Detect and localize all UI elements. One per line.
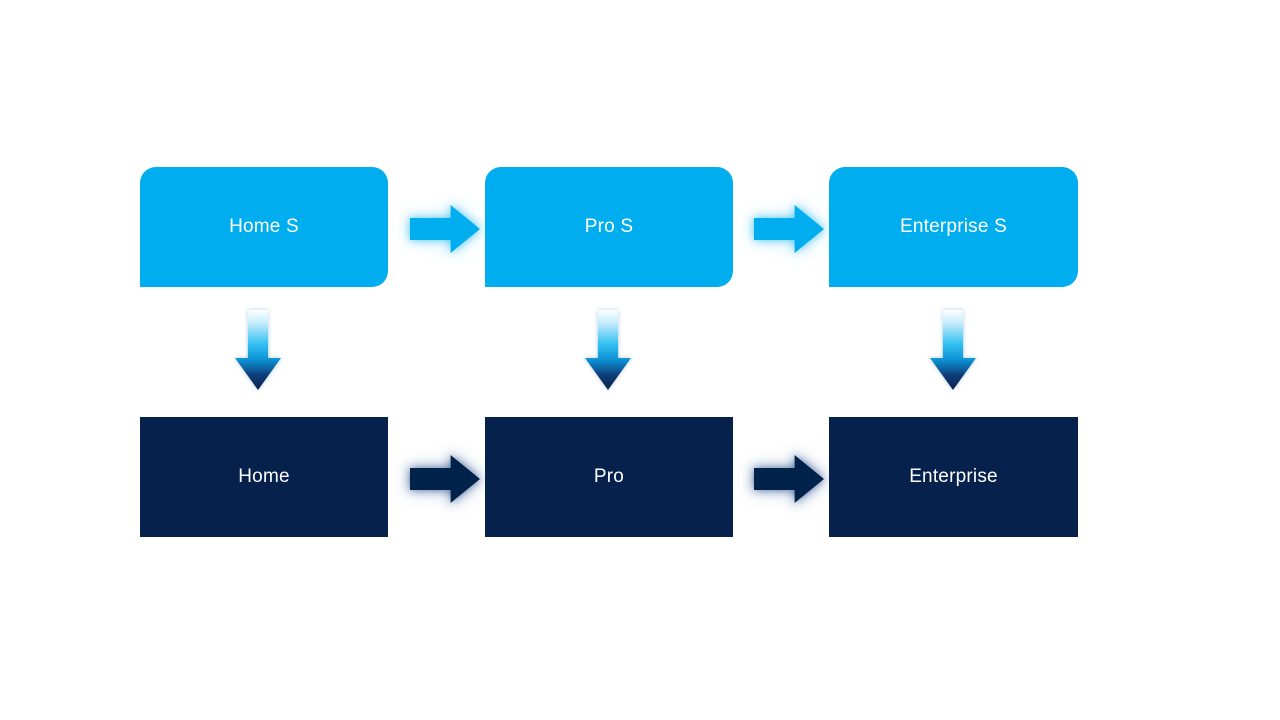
node-home[interactable]: Home bbox=[140, 417, 388, 537]
arrow-enterprise-s-to-enterprise bbox=[930, 310, 976, 390]
node-enterprise-s[interactable]: Enterprise S bbox=[829, 167, 1078, 287]
arrow-home-to-pro bbox=[410, 455, 480, 503]
node-enterprise[interactable]: Enterprise bbox=[829, 417, 1078, 537]
node-pro[interactable]: Pro bbox=[485, 417, 733, 537]
arrow-home-s-to-home bbox=[235, 310, 281, 390]
node-label: Home bbox=[238, 465, 290, 487]
arrow-home-s-to-pro-s bbox=[410, 205, 480, 253]
down-arrow-group bbox=[235, 310, 976, 390]
arrow-pro-s-to-enterprise-s bbox=[754, 205, 824, 253]
node-pro-s[interactable]: Pro S bbox=[485, 167, 733, 287]
node-label: Enterprise S bbox=[900, 215, 1007, 237]
node-label: Enterprise bbox=[909, 465, 998, 487]
arrow-pro-to-enterprise bbox=[754, 455, 824, 503]
arrow-pro-s-to-pro bbox=[585, 310, 631, 390]
node-label: Home S bbox=[229, 215, 299, 237]
node-home-s[interactable]: Home S bbox=[140, 167, 388, 287]
node-label: Pro bbox=[593, 465, 625, 487]
node-label: Pro S bbox=[584, 215, 634, 237]
